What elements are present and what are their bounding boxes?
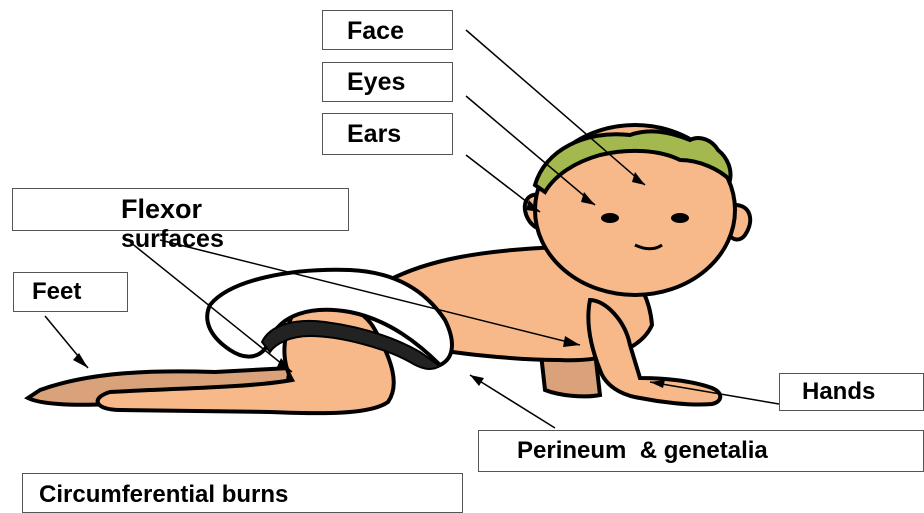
circumferential-burns-label: Circumferential burns: [39, 483, 462, 507]
flexor-surfaces-label-box: Flexor surfaces: [12, 188, 349, 231]
circumferential-burns-label-box: Circumferential burns: [22, 473, 463, 513]
perineum-label: Perineum & genetalia: [517, 439, 923, 463]
front-arm: [588, 300, 720, 405]
hands-label: Hands: [802, 380, 923, 404]
feet-label-box: Feet: [13, 272, 128, 312]
eye-right: [671, 213, 689, 223]
perineum-label-box: Perineum & genetalia: [478, 430, 924, 472]
eye-left: [601, 213, 619, 223]
hands-label-box: Hands: [779, 373, 924, 411]
ears-label: Ears: [347, 122, 452, 147]
face-label-box: Face: [322, 10, 453, 50]
arrow-perineum: [470, 375, 484, 386]
ears-label-box: Ears: [322, 113, 453, 155]
eyes-label: Eyes: [347, 70, 452, 95]
flexor-label-line2: surfaces: [121, 227, 224, 252]
face-label: Face: [347, 19, 452, 44]
feet-label: Feet: [32, 280, 127, 304]
arrow-feet: [73, 353, 88, 368]
flexor-label-line1: Flexor: [121, 196, 202, 223]
eyes-label-box: Eyes: [322, 62, 453, 102]
